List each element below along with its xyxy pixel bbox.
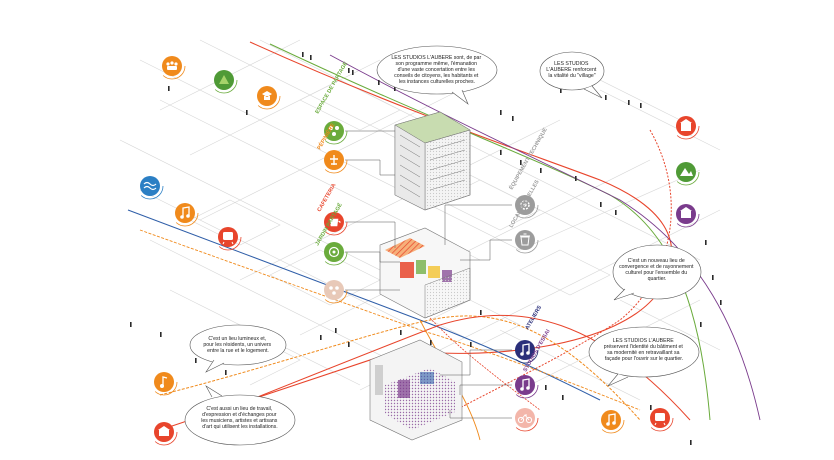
speech-bubble-travail: C'est aussi un lieu de travail, d'expres…	[184, 385, 296, 446]
bubble-4-line-3: entre la rue et le logement.	[207, 348, 269, 354]
speech-bubble-vitalite: LES STUDIOS L'AUBERE renforcent la vital…	[539, 51, 605, 99]
bubble-2-line-1: LES STUDIOS	[554, 61, 589, 67]
heritage-icon	[672, 112, 700, 140]
nursery-icon	[320, 146, 348, 174]
transport-icon	[214, 223, 242, 251]
speech-bubble-identite: LES STUDIOS L'AUBERE préservent l'identi…	[588, 326, 700, 387]
bubble-4-line-1: C'est un lieu lumineux et,	[208, 336, 266, 342]
bubble-2-line-2: L'AUBERE renforcent	[546, 67, 597, 73]
studio-music-icon	[511, 371, 539, 399]
sharing-icon	[320, 117, 348, 145]
bubble-5-line-1: C'est aussi un lieu de travail,	[206, 406, 272, 412]
speech-bubble-convergence: C'est un nouveau lieu de convergence et …	[612, 244, 702, 301]
bubble-6-line-2: préservent l'identité du bâtiment et	[604, 344, 684, 350]
cafeteria-icon	[320, 208, 348, 236]
svg-text:C'est un nouveau lieu de: C'est un nouveau lieu de convergence et …	[619, 258, 695, 282]
bubble-6-line-1: LES STUDIOS L'AUBERE	[613, 338, 674, 344]
bubble-4-line-2: pour les résidents, un univers	[203, 342, 271, 348]
bubble-3-line-4: quartier.	[648, 276, 667, 282]
bubble-1-line-2: son programme même, l'émanation	[396, 61, 478, 67]
bin-icon	[511, 226, 539, 254]
bubble-1-line-4: conseils de citoyens, les habitants et	[394, 73, 479, 79]
svg-text:LES STUDIOS L'AUBERE ren: LES STUDIOS L'AUBERE renforcent la vital…	[546, 61, 597, 79]
tram-icon-right	[646, 404, 674, 432]
speech-bubble-lumineux: C'est un lieu lumineux et, pour les rési…	[189, 324, 287, 373]
bubble-1-line-1: LES STUDIOS L'AUBERE sont, de par	[391, 55, 481, 61]
bubble-5-line-4: d'art qui utilisent les installations.	[202, 424, 277, 430]
garden-share-icon	[320, 238, 348, 266]
bicycle-icon	[511, 404, 539, 432]
education-icon	[253, 82, 281, 110]
music-note-icon-right	[597, 406, 625, 434]
atelier-icon	[511, 336, 539, 364]
music-icon-lower-left	[150, 368, 178, 396]
svg-text:C'est aussi un lieu de travail: C'est aussi un lieu de travail, d'expres…	[201, 406, 279, 430]
svg-text:LES STUDIOS L'AUBERE sont, de: LES STUDIOS L'AUBERE sont, de par son pr…	[391, 55, 482, 85]
exhibition-icon	[320, 276, 348, 304]
leader-lines	[345, 130, 512, 419]
garden-icon	[210, 66, 238, 94]
bubble-5-line-2: d'expression et d'échanges pour	[202, 412, 277, 418]
music-icon	[171, 199, 199, 227]
park-icon	[672, 158, 700, 186]
bubble-1-line-5: les instances culturelles proches.	[399, 79, 475, 85]
bubble-5-line-3: les musiciens, artistes et artisans	[201, 418, 278, 424]
svg-text:LES STUDIOS L'AUBERE pré: LES STUDIOS L'AUBERE préservent l'identi…	[604, 338, 685, 362]
water-icon	[136, 172, 164, 200]
bubble-2-line-3: la vitalité du "village"	[548, 73, 595, 79]
bubble-6-line-3: sa modernité en retravaillant sa	[607, 350, 679, 356]
bubble-1-line-3: d'une vaste concertation entre les	[398, 67, 476, 73]
culture-icon	[672, 200, 700, 228]
partage-tag: ESPACE DE PARTAGE	[315, 61, 350, 115]
bubble-3-line-3: culturel pour l'ensemble du	[625, 270, 687, 276]
community-icon	[158, 52, 186, 80]
building-icon-lower-left	[150, 418, 178, 446]
bubble-6-line-4: façade pour l'ouvrir sur le quartier.	[605, 356, 683, 362]
bubble-3-line-2: convergence et de rayonnement	[619, 264, 694, 270]
tech-equipment-icon	[511, 191, 539, 219]
svg-text:C'est un lieu lumineux et,: C'est un lieu lumineux et, pour les rési…	[203, 336, 272, 354]
studio-building	[379, 227, 471, 319]
tall-building	[394, 111, 471, 211]
speech-bubble-concertation: LES STUDIOS L'AUBERE sont, de par son pr…	[376, 45, 498, 105]
lower-building	[369, 339, 463, 441]
bubble-3-line-1: C'est un nouveau lieu de	[628, 258, 685, 264]
